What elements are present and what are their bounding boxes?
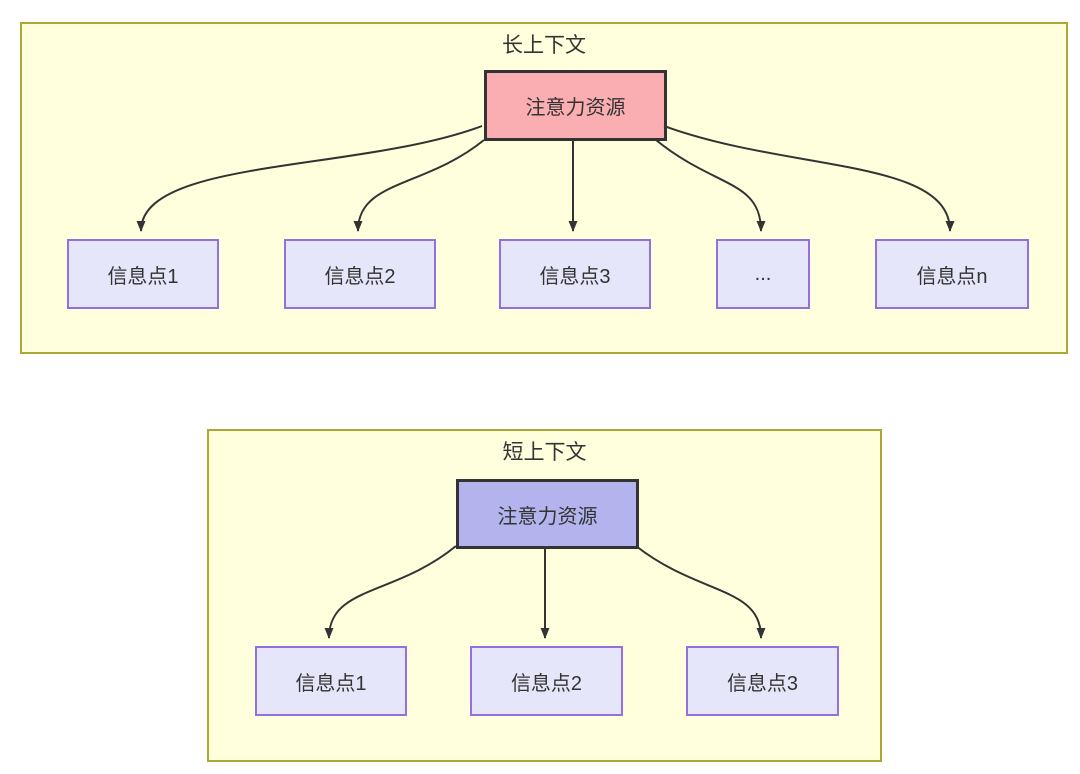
node-long-info-2-label: 信息点2: [324, 265, 396, 288]
node-long-info-1-label: 信息点1: [107, 265, 179, 288]
node-long-info-n: 信息点n: [875, 239, 1029, 309]
node-long-info-ellipsis: ...: [716, 239, 810, 309]
node-short-info-2: 信息点2: [470, 646, 623, 716]
node-short-info-3: 信息点3: [686, 646, 839, 716]
node-attention-long-label: 注意力资源: [525, 97, 626, 119]
node-long-info-ellipsis-label: ...: [754, 262, 772, 285]
panel-short-context: 短上下文 注意力资源 信息点1 信息点2 信息点3: [207, 429, 882, 762]
panel-long-title: 长上下文: [502, 34, 586, 57]
panel-long-context: 长上下文 注意力资源 信息点1 信息点2 信息点3 ... 信息点n: [20, 22, 1068, 354]
node-attention-short: 注意力资源: [456, 479, 639, 549]
node-short-info-3-label: 信息点3: [726, 672, 799, 695]
panel-short-title: 短上下文: [502, 441, 587, 464]
node-attention-long: 注意力资源: [484, 70, 667, 141]
node-long-info-2: 信息点2: [284, 239, 436, 309]
node-short-info-1: 信息点1: [255, 646, 407, 716]
node-long-info-n-label: 信息点n: [916, 265, 988, 288]
node-short-info-2-label: 信息点2: [510, 672, 583, 695]
node-long-info-3: 信息点3: [499, 239, 651, 309]
node-short-info-1-label: 信息点1: [295, 672, 367, 695]
node-attention-short-label: 注意力资源: [497, 505, 598, 528]
node-long-info-3-label: 信息点3: [539, 265, 611, 288]
node-long-info-1: 信息点1: [67, 239, 219, 309]
